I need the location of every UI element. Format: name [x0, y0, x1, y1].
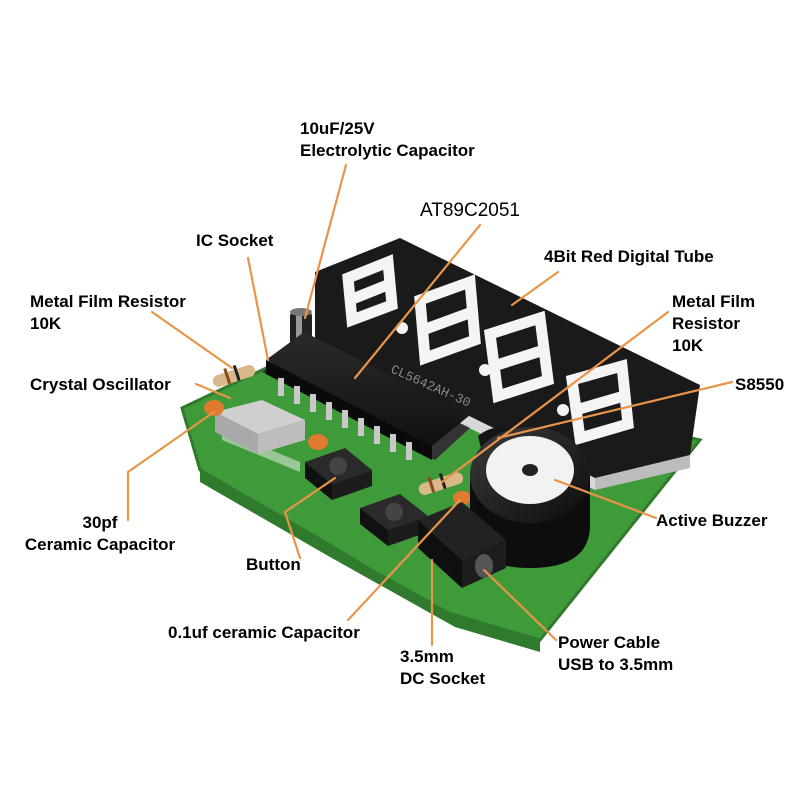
label-transistor: S8550: [735, 375, 785, 394]
leader-ceramic-cap: [126, 410, 216, 522]
dc-socket: [418, 502, 506, 588]
label-button: Button: [246, 555, 301, 574]
resistor-left: [212, 364, 256, 387]
leader-small-cap: [346, 498, 462, 622]
digit-2: [414, 274, 481, 366]
digit-dot-3: [557, 404, 569, 416]
label-digital-tube: 4Bit Red Digital Tube: [544, 247, 714, 266]
leader-button: [283, 476, 337, 560]
leader-resistor-right: [440, 310, 670, 484]
leader-resistor-left: [150, 310, 234, 370]
label-ic-socket: IC Socket: [196, 231, 274, 250]
display-side-face: [595, 455, 690, 490]
leader-digital-tube: [510, 270, 560, 307]
leader-mcu: [353, 223, 482, 380]
leader-electrolytic: [303, 163, 348, 320]
label-small-capacitor: 0.1uf ceramic Capacitor: [168, 623, 360, 642]
ic-chip: [262, 332, 470, 460]
label-active-buzzer: Active Buzzer: [656, 511, 768, 530]
digit-1: [342, 254, 398, 328]
leader-transistor: [496, 380, 734, 440]
leader-crystal: [194, 382, 232, 400]
digit-dot-1: [396, 322, 408, 334]
pcb-edge: [200, 470, 540, 652]
push-button-1: [305, 448, 372, 500]
label-mcu: AT89C2051: [420, 200, 520, 221]
digit-dot-2: [479, 364, 491, 376]
ceramic-capacitor-2: [308, 434, 328, 450]
leader-ic-socket: [246, 256, 270, 362]
ceramic-capacitor-1: [204, 400, 224, 416]
ic-body: [266, 332, 470, 446]
leader-power-cable: [482, 568, 558, 642]
label-crystal-oscillator: Crystal Oscillator: [30, 375, 171, 394]
leader-buzzer: [553, 478, 658, 520]
digit-3: [483, 310, 555, 404]
crystal-oscillator: [215, 400, 305, 454]
